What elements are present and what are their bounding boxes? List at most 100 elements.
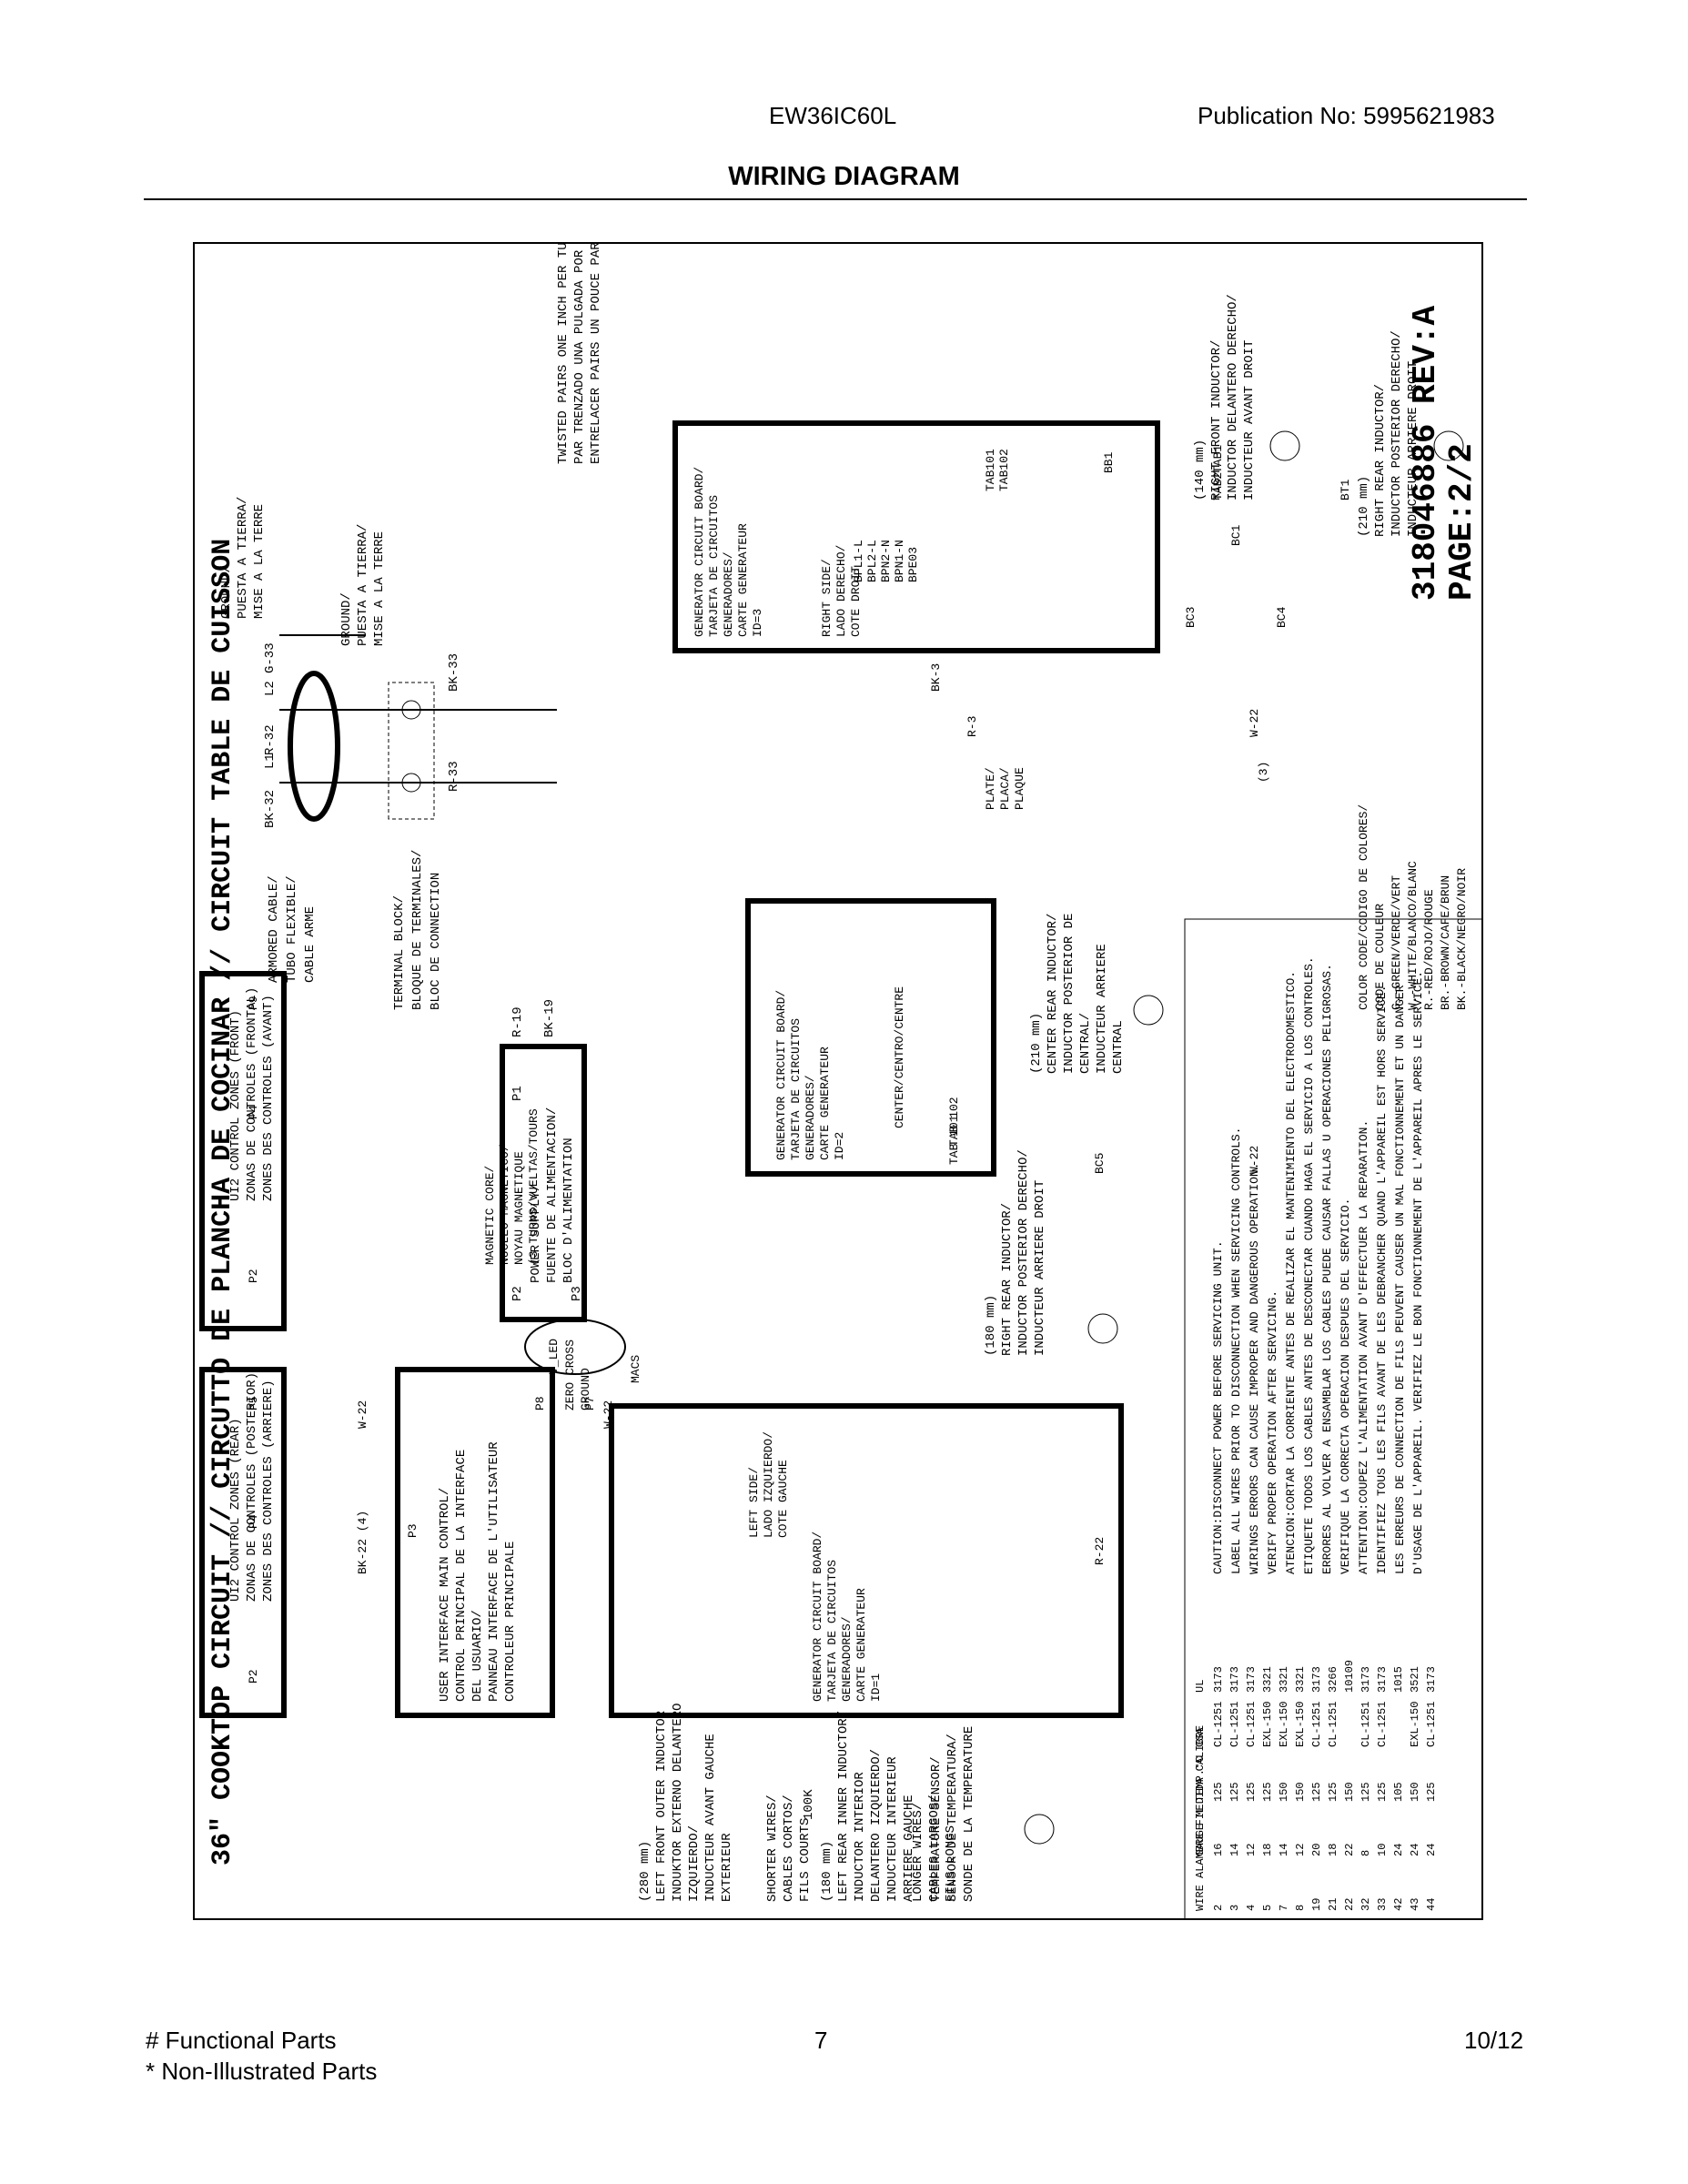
wire-table-cell: 24 — [1392, 1844, 1405, 1856]
svg-text:(180 mm): (180 mm) — [820, 1841, 834, 1902]
svg-text:GENERATOR CIRCUIT BOARD/: GENERATOR CIRCUIT BOARD/ — [811, 1532, 824, 1702]
svg-text:ZONAS DE CONTROLES (FRONTAL): ZONAS DE CONTROLES (FRONTAL) — [245, 987, 259, 1201]
wire-table-cell: CL-1251 — [1228, 1702, 1241, 1747]
wire-table-cell: EXL-150 — [1261, 1702, 1274, 1747]
svg-text:RIGHT REAR INDUCTOR/: RIGHT REAR INDUCTOR/ — [1000, 1203, 1015, 1356]
color-code-line: BK.-BLACK/NEGRO/NOIR — [1455, 868, 1469, 1010]
wire-table-cell: 24 — [1409, 1844, 1421, 1856]
svg-text:RIGHT REAR INDUCTOR/: RIGHT REAR INDUCTOR/ — [1373, 384, 1388, 537]
gen3-label: GENERATOR CIRCUIT BOARD/ TARJETA DE CIRC… — [692, 467, 764, 637]
color-code-line: CODE DE COULEUR — [1373, 904, 1387, 1010]
svg-text:ARRIERE GAUCHE: ARRIERE GAUCHE — [902, 1795, 916, 1902]
wire-table-box — [1184, 918, 1483, 1920]
svg-text:ID=1: ID=1 — [869, 1673, 883, 1702]
wire-table-cell: 14 — [1228, 1844, 1241, 1856]
svg-text:NOYAU MAGNETIQUE: NOYAU MAGNETIQUE — [512, 1151, 526, 1265]
svg-text:TARJETA DE CIRCUITOS: TARJETA DE CIRCUITOS — [707, 495, 721, 637]
wire-table-cell: 125 — [1425, 1782, 1438, 1802]
svg-text:ZONES DES CONTROLES (AVANT): ZONES DES CONTROLES (AVANT) — [261, 995, 276, 1201]
w22-label-2: W-22 — [601, 1400, 615, 1429]
right-rear-inductor-label: (210 mm) RIGHT REAR INDUCTOR/ INDUCTOR P… — [1357, 330, 1420, 537]
wire-table-cell: 14 — [1278, 1844, 1290, 1856]
wire-table-header: WIRE ALAMBRE FIL — [1194, 1806, 1207, 1911]
armored-cable-label: ARMORED CABLE/ TUBO FLEXIBLE/ CABLE ARME — [267, 875, 318, 983]
wire-table-cell: 19 — [1310, 1898, 1323, 1911]
p9-label: P9 — [247, 996, 260, 1010]
ui2-rear-label: UI2 CONTROL ZONES (REAR) ZONAS DE CONTRO… — [228, 1372, 276, 1602]
ground-text-1: GROUND/ PUESTA A TIERRA/ MISE A LA TERRE — [219, 497, 267, 619]
svg-text:PUESTA A TIERRA/: PUESTA A TIERRA/ — [356, 524, 370, 646]
wire-table-cell: EXL-150 — [1278, 1702, 1290, 1747]
wire-table-cell: 3173 — [1212, 1666, 1225, 1693]
temp-sensor-icon-5 — [1024, 1814, 1055, 1845]
svg-text:BLOC D'ALIMENTATION: BLOC D'ALIMENTATION — [561, 1138, 576, 1283]
bk22-label: BK-22 (4) — [356, 1511, 369, 1574]
svg-text:LEFT REAR INNER INDUCTOR/: LEFT REAR INNER INDUCTOR/ — [836, 1711, 851, 1902]
svg-text:CENTER REAR INDUCTOR/: CENTER REAR INDUCTOR/ — [1046, 914, 1060, 1074]
wire-r33-label: R-33 — [447, 761, 461, 792]
wire-table-cell: 150 — [1278, 1782, 1290, 1802]
svg-text:USER INTERFACE MAIN CONTROL/: USER INTERFACE MAIN CONTROL/ — [438, 1488, 452, 1702]
magnetic-core-oval — [524, 1319, 626, 1375]
svg-text:BLOQUE DE TERMINALES/: BLOQUE DE TERMINALES/ — [410, 850, 425, 1010]
header-rule — [144, 198, 1527, 200]
svg-text:CENTRAL: CENTRAL — [1111, 1020, 1126, 1074]
svg-text:DEL USUARIO/: DEL USUARIO/ — [470, 1610, 485, 1702]
svg-text:ARMORED CABLE/: ARMORED CABLE/ — [267, 875, 281, 983]
svg-text:BLOC DE CONNECTION: BLOC DE CONNECTION — [429, 873, 443, 1010]
r22-label: R-22 — [1093, 1537, 1107, 1565]
p1-label: P1 — [510, 1086, 525, 1101]
caution-line: LABEL ALL WIRES PRIOR TO DISCONNECTION W… — [1229, 1127, 1243, 1574]
terminal-block — [388, 682, 435, 820]
caution-line: WIRINGS ERRORS CAN CAUSE IMPROPER AND DA… — [1248, 1163, 1261, 1574]
wire-table-cell: 3 — [1228, 1905, 1241, 1911]
svg-text:CABLES LARGOS/: CABLES LARGOS/ — [927, 1795, 942, 1902]
svg-text:GENERADORES/: GENERADORES/ — [840, 1616, 854, 1702]
zero-cross-label: ZERO CROSS — [563, 1340, 577, 1410]
bpe03-label: BPE03 — [906, 547, 920, 582]
color-code-line: W.-WHITE/BLANCO/BLANC — [1406, 861, 1420, 1010]
svg-text:UI2 CONTROL ZONES (REAR): UI2 CONTROL ZONES (REAR) — [228, 1418, 243, 1602]
page-title: WIRING DIAGRAM — [728, 162, 960, 191]
wire-table-cell: 150 — [1294, 1782, 1307, 1802]
caution-line: IDENTIFIEZ TOUS LES FILS AVANT DE LES DE… — [1375, 985, 1389, 1574]
svg-text:CABLES CORTOS/: CABLES CORTOS/ — [782, 1795, 796, 1902]
tab102-label: TAB102 — [997, 449, 1011, 491]
p2-rear-label: P2 — [247, 1669, 260, 1684]
svg-text:PANNEAU INTERFACE DE L'UTILISA: PANNEAU INTERFACE DE L'UTILISATEUR — [487, 1441, 501, 1702]
gen2-label: GENERATOR CIRCUIT BOARD/ TARJETA DE CIRC… — [774, 990, 846, 1160]
page-number: 7 — [814, 2027, 828, 2054]
generator-board-id3 — [672, 420, 1160, 653]
bk3-label: BK-3 — [929, 663, 943, 692]
svg-text:ZONAS DE CONTROLES (POSTERIOR): ZONAS DE CONTROLES (POSTERIOR) — [245, 1372, 259, 1602]
wire-table-cell: CL-1251 — [1327, 1702, 1339, 1747]
right-side-label: RIGHT SIDE/ LADO DERECHO/ COTE DROIT — [820, 544, 863, 637]
wire-bk33-label: BK-33 — [447, 653, 461, 692]
publication-number: Publication No: 5995621983 — [1198, 102, 1495, 129]
terminal-block-label: TERMINAL BLOCK/ BLOQUE DE TERMINALES/ BL… — [392, 850, 443, 1010]
svg-text:(210 mm): (210 mm) — [1357, 476, 1371, 537]
svg-text:PLAQUE: PLAQUE — [1013, 767, 1026, 810]
wire-table-cell: 125 — [1310, 1782, 1323, 1802]
wire-table-cell: 2 — [1212, 1905, 1225, 1911]
wire-table-cell: 3521 — [1409, 1666, 1421, 1693]
svg-text:INDUKTOR EXTERNO DELANTERO: INDUKTOR EXTERNO DELANTERO — [671, 1704, 685, 1902]
svg-text:TARJETA DE CIRCUITOS: TARJETA DE CIRCUITOS — [825, 1560, 839, 1702]
svg-text:INDUCTOR DELANTERO DERECHO/: INDUCTOR DELANTERO DERECHO/ — [1226, 294, 1240, 500]
svg-text:CABLE ARME: CABLE ARME — [303, 906, 318, 983]
svg-text:INDUCTEUR ARRIERE DROIT: INDUCTEUR ARRIERE DROIT — [1033, 1180, 1047, 1356]
gen1-label: GENERATOR CIRCUIT BOARD/ TARJETA DE CIRC… — [811, 1532, 883, 1702]
svg-text:SONDE DE LA TEMPERATURE: SONDE DE LA TEMPERATURE — [962, 1726, 976, 1902]
wire-table-cell: CL-1251 — [1310, 1702, 1323, 1747]
bc4-label: BC4 — [1275, 606, 1289, 628]
svg-text:(210 mm): (210 mm) — [1029, 1013, 1044, 1074]
w22-label-3: W-22 — [1248, 1146, 1261, 1174]
wire-table-cell: 1015 — [1392, 1666, 1405, 1693]
wire-table-cell: 8 — [1294, 1905, 1307, 1911]
p2-label: P2 — [510, 1286, 525, 1301]
wire-table-cell: 8 — [1359, 1850, 1372, 1856]
wiring-diagram: 36" COOKTOP CIRCUIT // CIRCUTTO DE PLANC… — [199, 242, 1483, 1920]
svg-text:SHORTER WIRES/: SHORTER WIRES/ — [765, 1795, 780, 1902]
r19-label: R-19 — [510, 1006, 525, 1037]
ui-main-label: USER INTERFACE MAIN CONTROL/ CONTROL PRI… — [438, 1441, 518, 1702]
